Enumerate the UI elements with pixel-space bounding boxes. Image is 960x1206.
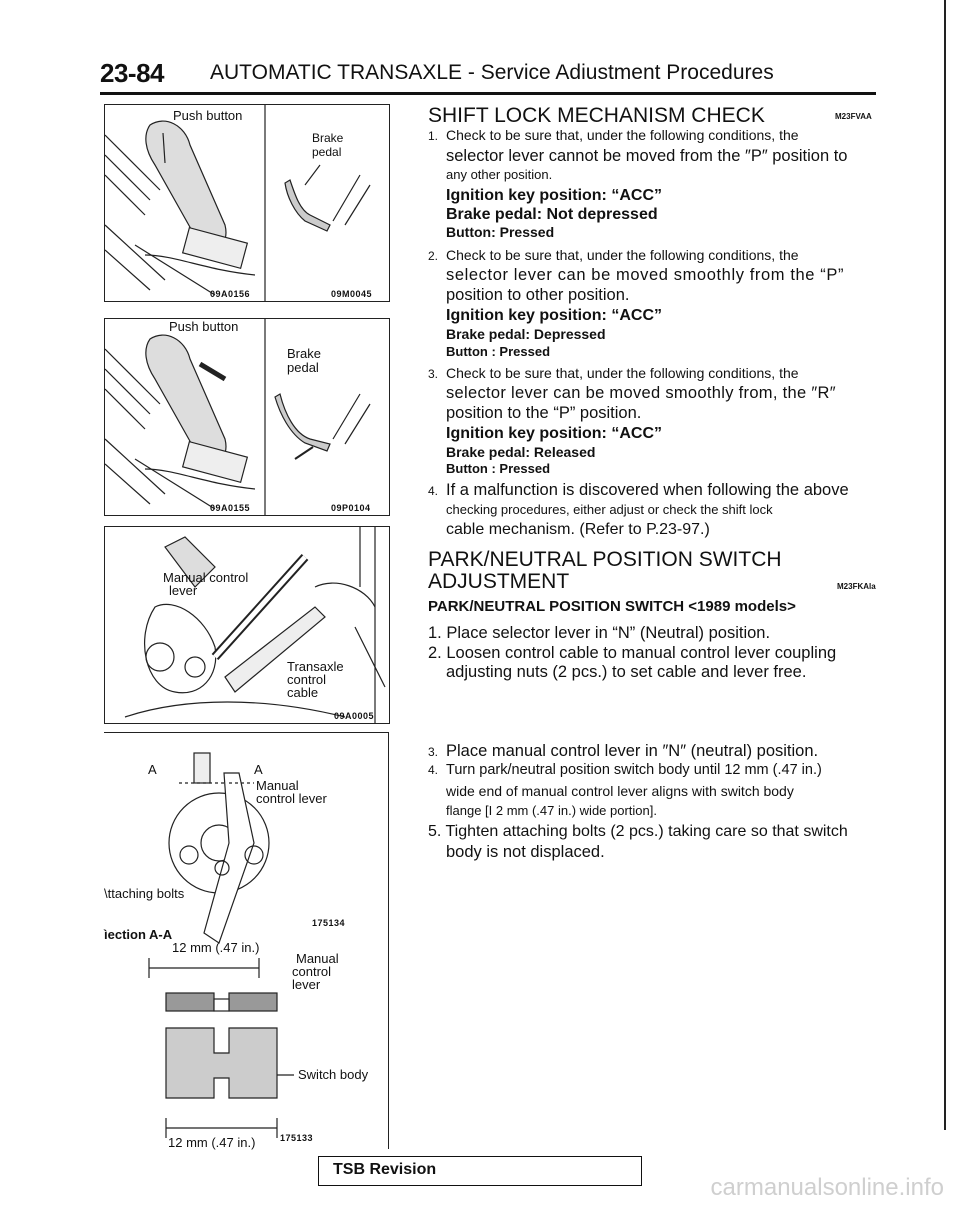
- figure-switch-body-illustration: [148, 752, 294, 1138]
- figure-control-cable-illustration: [124, 527, 386, 723]
- page-title: AUTOMATIC TRANSAXLE - Service Adiustment…: [210, 61, 774, 84]
- label-manual-2: Manual: [296, 951, 339, 966]
- step-2-line-2: selector lever can be moved smoothly fro…: [446, 266, 845, 284]
- pn-step-3: 3.Place manual control lever in ″N″ (neu…: [428, 742, 819, 760]
- label-a-left: A: [148, 762, 157, 777]
- step-1-line-2: selector lever cannot be moved from the …: [446, 147, 848, 165]
- figure-code: 09M0045: [331, 289, 373, 299]
- pn-step-5-line-1: 5. Tighten attaching bolts (2 pcs.) taki…: [428, 823, 848, 840]
- pn-step-4-line-1: 4.Turn park/neutral position switch body…: [428, 762, 822, 778]
- pn-step-4-line-2: wide end of manual control lever aligns …: [446, 783, 794, 799]
- pn-step-1: 1. Place selector lever in “N” (Neutral)…: [428, 624, 771, 642]
- step-2-line-1: 2.Check to be sure that, under the follo…: [428, 247, 799, 263]
- step-3-line-3: position to the “P” position.: [446, 404, 642, 422]
- step-1-cond-1: Ignition key position: “ACC”: [446, 187, 662, 204]
- step-1-line-1: 1.Check to be sure that, under the follo…: [428, 127, 799, 143]
- figure-shift-lock-1-illustration: [105, 105, 371, 301]
- step-2-cond-3: Button : Pressed: [446, 344, 551, 359]
- dimension-bottom: 12 mm (.47 in.): [168, 1135, 256, 1150]
- step-3-cond-3: Button : Pressed: [446, 461, 551, 476]
- figure-switch-body: A A Manual control lever \ttaching bolts…: [104, 732, 389, 1150]
- section-heading-park-neutral-2: ADJUSTMENT: [428, 570, 570, 593]
- label-a-right: A: [254, 762, 263, 777]
- section-code: M23FKAla: [837, 582, 876, 591]
- figure-shift-lock-2-illustration: [105, 319, 371, 515]
- pn-step-2-line-2: adjusting nuts (2 pcs.) to set cable and…: [446, 663, 807, 681]
- figure-code: 175134: [312, 918, 346, 928]
- label-manual: Manual: [256, 778, 299, 793]
- figure-control-cable: Manual control lever Transaxle control c…: [104, 526, 390, 724]
- label-control-2: control: [292, 964, 332, 979]
- label-switch-body: Switch body: [298, 1067, 369, 1082]
- label-pedal: pedal: [287, 360, 319, 375]
- step-1-line-3: any other position.: [446, 167, 553, 182]
- step-1-cond-3: Button: Pressed: [446, 224, 555, 240]
- figure-code: 09A0005: [334, 711, 375, 721]
- section-heading-park-neutral-1: PARK/NEUTRAL POSITION SWITCH: [428, 548, 782, 571]
- page-header: 23-84 AUTOMATIC TRANSAXLE - Service Adiu…: [100, 58, 876, 95]
- label-transaxle: Transaxle: [287, 659, 344, 674]
- step-2-cond-2: Brake pedal: Depressed: [446, 326, 606, 342]
- margin-rule: [944, 0, 946, 1130]
- label-cable: cable: [287, 685, 319, 700]
- label-control-lever: control lever: [256, 791, 327, 806]
- step-1-cond-2: Brake pedal: Not depressed: [446, 206, 658, 223]
- label-attaching-bolts: \ttaching bolts: [104, 886, 185, 901]
- step-3-line-1: 3.Check to be sure that, under the follo…: [428, 365, 799, 381]
- park-neutral-subheading: PARK/NEUTRAL POSITION SWITCH <1989 model…: [428, 598, 796, 615]
- step-3-line-2: selector lever can be moved smoothly fro…: [446, 384, 836, 402]
- label-push-button: Push button: [169, 319, 239, 334]
- section-code: M23FVAA: [835, 112, 872, 121]
- section-heading-shift-lock: SHIFT LOCK MECHANISM CHECK: [428, 104, 765, 127]
- step-4-line-1: 4.If a malfunction is discovered when fo…: [428, 481, 849, 499]
- step-2-line-3: position to other position.: [446, 286, 630, 304]
- label-brake: Brake: [287, 346, 321, 361]
- watermark: carmanualsonline.info: [710, 1174, 944, 1201]
- step-2-cond-1: Ignition key position: “ACC”: [446, 307, 662, 324]
- label-brake: Brake: [312, 131, 344, 145]
- pn-step-2-line-1: 2. Loosen control cable to manual contro…: [428, 644, 837, 662]
- figure-code: 09P0104: [331, 503, 371, 513]
- step-3-cond-1: Ignition key position: “ACC”: [446, 425, 662, 442]
- label-pedal: pedal: [312, 145, 342, 159]
- label-manual-control: Manual control: [163, 570, 249, 585]
- tsb-revision-box: TSB Revision: [318, 1156, 642, 1186]
- label-lever: lever: [169, 583, 198, 598]
- step-3-cond-2: Brake pedal: Released: [446, 444, 596, 460]
- figure-code: 09A0156: [210, 289, 251, 299]
- label-section-a-a: ìection A-A: [104, 927, 173, 942]
- label-push-button: Push button: [173, 108, 243, 123]
- figure-shift-lock-1: Push button Brake pedal 09A0156 09M0045: [104, 104, 390, 302]
- label-lever-2: lever: [292, 977, 321, 992]
- tsb-revision-label: TSB Revision: [333, 1161, 437, 1178]
- figure-shift-lock-2: Push button Brake pedal 09A0155 09P0104: [104, 318, 390, 516]
- pn-step-5-line-2: body is not displaced.: [446, 843, 605, 861]
- pn-step-4-line-3: flange [I 2 mm (.47 in.) wide portion].: [446, 803, 657, 818]
- label-control: control: [287, 672, 327, 687]
- figure-code: 09A0155: [210, 503, 251, 513]
- figure-code: 175133: [280, 1133, 314, 1143]
- dimension-top: 12 mm (.47 in.): [172, 940, 260, 955]
- step-4-line-3: cable mechanism. (Refer to P.23-97.): [446, 521, 710, 538]
- step-4-line-2: checking procedures, either adjust or ch…: [446, 502, 773, 517]
- page-number: 23-84: [100, 58, 165, 88]
